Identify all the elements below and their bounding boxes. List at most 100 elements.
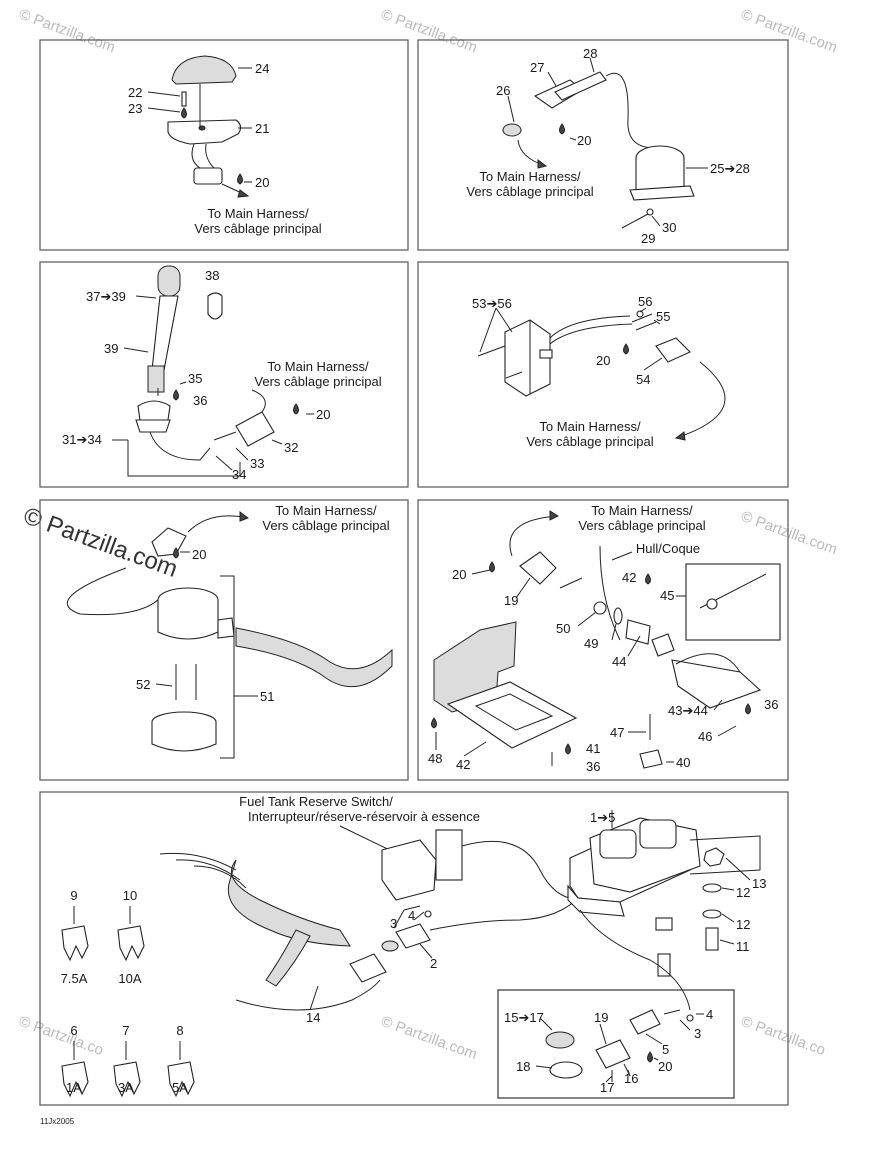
callout-33: 33	[250, 456, 264, 471]
arrow-head	[237, 189, 250, 198]
note-main-harness: To Main Harness/	[275, 503, 377, 518]
note-main-harness-fr: Vers câblage principal	[578, 518, 705, 533]
callout-23: 23	[128, 101, 142, 116]
leader	[627, 1069, 631, 1077]
detail-part	[706, 598, 718, 610]
seal-26	[502, 123, 522, 137]
harness-arrow	[509, 515, 559, 557]
leader	[179, 381, 187, 385]
nut-44	[651, 633, 675, 657]
fuse-7: 7 3A	[113, 1023, 141, 1098]
callout-49: 49	[584, 636, 598, 651]
leader	[611, 551, 633, 561]
sealant-drop	[489, 561, 495, 573]
callout-45: 45	[660, 588, 674, 603]
bilge-hose	[235, 627, 393, 687]
terminal-55	[631, 313, 653, 323]
mounting-plate-41	[446, 681, 578, 749]
hull-line	[599, 545, 621, 641]
panel-2-frame	[417, 39, 789, 251]
callout-56: 56	[638, 294, 652, 309]
callout-5: 5	[662, 1042, 669, 1057]
light-dome	[171, 55, 237, 85]
callout-48: 46	[698, 729, 712, 744]
callout-36: 36	[764, 697, 778, 712]
callout-31-34: 31➔34	[62, 432, 102, 447]
sensor-wire	[675, 653, 741, 673]
sealant-drop	[431, 717, 437, 729]
arrow-head	[239, 511, 250, 522]
callout-11: 11	[736, 939, 750, 954]
callout-52: 52	[136, 677, 150, 692]
callout-20: 20	[577, 133, 591, 148]
fuse-number: 6	[70, 1023, 77, 1038]
sealant-drop	[293, 403, 299, 415]
leader	[725, 857, 751, 881]
callout-36: 41	[586, 741, 600, 756]
arrow-head	[674, 431, 686, 441]
o-ring-49	[613, 607, 623, 625]
washer-12-b	[702, 909, 722, 919]
fuse-rating: 3A	[118, 1080, 134, 1095]
screw-53	[477, 345, 506, 357]
sealant-drop	[623, 343, 629, 355]
leader	[535, 1065, 553, 1069]
note-hull-coque: Hull/Coque	[636, 541, 700, 556]
screw-53-b	[505, 371, 523, 379]
callout-42: 48	[428, 751, 442, 766]
callout-35: 35	[188, 371, 202, 386]
note-main-harness: To Main Harness/	[207, 206, 309, 221]
leader	[235, 447, 249, 461]
strainer-base	[151, 722, 217, 752]
assembly-bracket	[220, 575, 235, 759]
callout-32: 32	[284, 440, 298, 455]
fuse-rating: 10A	[118, 971, 141, 986]
note-main-harness-fr: Vers câblage principal	[526, 434, 653, 449]
note-main-harness: To Main Harness/	[267, 359, 369, 374]
washer-30	[646, 208, 654, 216]
callout-20: 20	[452, 567, 466, 582]
harness-loop	[235, 979, 381, 1011]
callout-4: 4	[706, 1007, 713, 1022]
connector-20	[193, 167, 223, 185]
callout-39: 39	[104, 341, 118, 356]
light-lens	[157, 265, 181, 297]
cap-15	[545, 1031, 575, 1049]
note-main-harness-fr: Vers câblage principal	[254, 374, 381, 389]
callout-1-5: 1➔5	[590, 810, 615, 825]
fuse-rating: 7.5A	[61, 971, 88, 986]
note-main-harness-fr: Vers câblage principal	[262, 518, 389, 533]
callout-37-39: 37➔39	[86, 289, 126, 304]
callout-2: 2	[430, 956, 437, 971]
callout-46: 40	[676, 755, 690, 770]
fuse-rating: 5A	[172, 1080, 188, 1095]
pump-body	[157, 600, 219, 640]
leader	[653, 1057, 659, 1061]
sealant-drop	[173, 389, 179, 401]
light-base	[167, 119, 242, 145]
spacer	[655, 917, 673, 931]
diagram-code: 11Jx2005	[40, 1117, 75, 1126]
leader	[717, 725, 737, 737]
leader	[463, 741, 487, 757]
note-main-harness: To Main Harness/	[539, 419, 641, 434]
sealant-drop	[645, 573, 651, 585]
connector-plug	[151, 527, 187, 557]
ring-56	[636, 310, 644, 318]
panel-5-frame	[39, 499, 409, 781]
fuse-holder	[639, 819, 677, 849]
leader	[577, 611, 597, 627]
callout-25-28: 25➔28	[710, 161, 750, 176]
callout-21: 21	[255, 121, 269, 136]
callout-20: 20	[596, 353, 610, 368]
leader	[155, 683, 173, 687]
harness-arrow	[675, 361, 726, 439]
panel-1: 24 22 23 21 20 To Main Harness/ Vers câb…	[128, 55, 322, 236]
sensor-unit-43	[671, 659, 762, 709]
horn-wire	[605, 72, 661, 149]
watermark: © Partzilla.com	[17, 6, 118, 57]
fuse-number: 10	[123, 888, 137, 903]
grommet-50	[593, 601, 607, 615]
screw-22	[181, 91, 187, 107]
